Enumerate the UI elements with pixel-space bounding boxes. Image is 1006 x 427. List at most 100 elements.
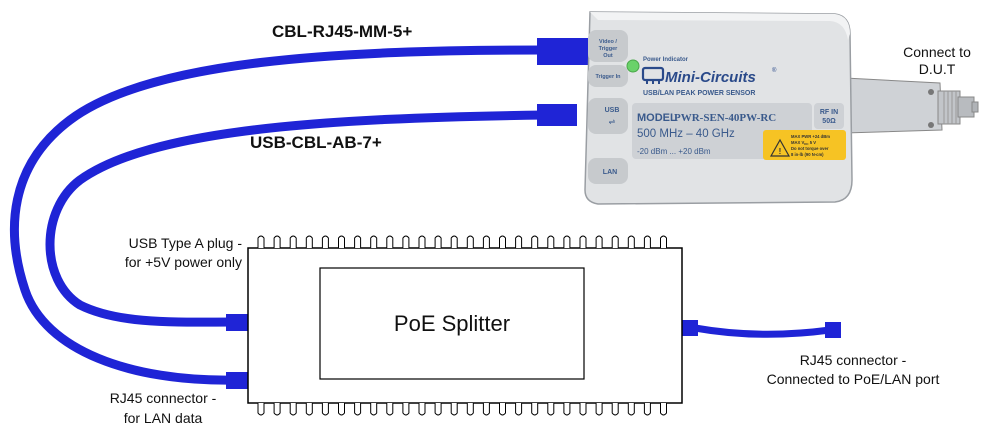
heatsink-fin [418,403,426,416]
heatsink-fin [402,235,410,248]
dut-label-line1: Connect to [903,44,971,60]
warning-triangle-icon [769,138,791,157]
heatsink-fin [643,235,651,248]
heatsink-fin [386,235,394,248]
heatsink-fin [595,235,603,248]
heatsink-fin [547,235,555,248]
heatsink-fin [402,403,410,416]
usb-splitter-plug [226,314,248,331]
heatsink-fin [370,403,378,416]
port-lan-label: LAN [603,169,617,176]
warning-box [763,130,846,160]
heatsink-fin [579,403,587,416]
rj45-splitter-plug [226,372,248,389]
power-indicator-label: Power Indicator [643,57,689,63]
heatsink-fin [466,235,474,248]
lan-port-plug [825,322,841,338]
usb-plug-label-line1: USB Type A plug - [129,235,243,251]
lan-splitter-plug [680,320,698,336]
heatsink-fin [482,235,490,248]
power-indicator-led-icon [626,59,640,73]
heatsink-fin [450,403,458,416]
heatsink-fin [434,235,442,248]
svg-text:!: ! [779,147,782,156]
model-number: PWR-SEN-40PW-RC [674,112,776,124]
port-video-trigger-label-1: Video / [599,39,617,45]
heatsink-fin [660,235,667,248]
heatsink-fin [305,235,313,248]
splitter-fins-bottom [257,403,667,416]
sensor-rf-barrel [844,77,943,134]
heatsink-fin [354,235,362,248]
heatsink-fin [531,403,539,416]
heatsink-fin [627,235,635,248]
heatsink-fin [611,235,619,248]
port-usb-label: USB [605,107,620,114]
power-sensor: Video / Trigger Out Trigger In USB ⇌ LAN… [584,11,979,205]
port-trigger-in-label: Trigger In [595,74,621,80]
heatsink-fin [289,403,297,416]
warning-max-pwr: MAX PWR +24 dBm [791,134,830,139]
usb-cable-label: USB-CBL-AB-7+ [250,133,382,152]
heatsink-fin [547,403,555,416]
heatsink-fin [563,403,571,416]
port-video-trigger-label-2: Trigger [599,46,619,52]
heatsink-fin [418,235,426,248]
usb-symbol-icon: ⇌ [609,117,616,126]
heatsink-fin [499,235,506,248]
rj45-cable [9,45,550,385]
rf-in-label: RF IN [820,109,838,116]
warning-max-v: MAX VDC 5 V [791,140,816,146]
rj45-cable-label: CBL-RJ45-MM-5+ [272,22,412,41]
heatsink-fin [450,235,458,248]
brand-name: Mini-Circuits [665,69,756,86]
heatsink-fin [466,403,474,416]
warning-torque: Do not torque over [791,146,829,151]
heatsink-fin [627,403,635,416]
brand-registered-mark: ® [772,67,777,74]
power-range: -20 dBm ... +20 dBm [637,147,711,156]
rj45-data-label-line2: for LAN data [124,410,203,426]
heatsink-fin [515,403,523,416]
heatsink-fin [273,235,281,248]
heatsink-fin [338,235,345,248]
heatsink-fin [579,235,587,248]
port-video-trigger-label-3: Out [603,53,613,59]
heatsink-fin [482,403,490,416]
rf-in-impedance: 50Ω [822,118,836,125]
heatsink-fin [338,403,345,416]
heatsink-fin [434,403,442,416]
heatsink-fin [499,403,506,416]
lan-port-cable [691,324,834,338]
usb-sensor-plug [537,104,577,126]
heatsink-fin [611,403,619,416]
frequency-range: 500 MHz – 40 GHz [637,128,735,140]
heatsink-fin [305,403,313,416]
splitter-label-panel [319,267,585,380]
sensor-subtitle: USB/LAN PEAK POWER SENSOR [643,90,755,97]
usb-plug-label-line2: for +5V power only [125,254,242,270]
heatsink-fin [386,403,394,416]
mini-circuits-logo-icon [641,66,665,84]
cables [9,45,834,385]
rj45-data-label-line1: RJ45 connector - [110,390,217,406]
heatsink-fin [595,403,603,416]
heatsink-fin [531,235,539,248]
usb-cable [45,110,550,327]
heatsink-fin [515,235,523,248]
dut-label-line2: D.U.T [919,61,956,77]
heatsink-fin [354,403,362,416]
heatsink-fin [321,235,329,248]
splitter-title: PoE Splitter [394,311,510,336]
heatsink-fin [660,403,667,416]
heatsink-fin [643,403,651,416]
rj45-sensor-plug [537,38,592,65]
lan-port-label-line2: Connected to PoE/LAN port [767,371,940,387]
poe-splitter: PoE Splitter [247,235,683,416]
heatsink-fin [563,235,571,248]
heatsink-fin [370,235,378,248]
heatsink-fin [321,403,329,416]
model-prefix: MODEL [637,112,677,124]
heatsink-fin [257,235,265,248]
